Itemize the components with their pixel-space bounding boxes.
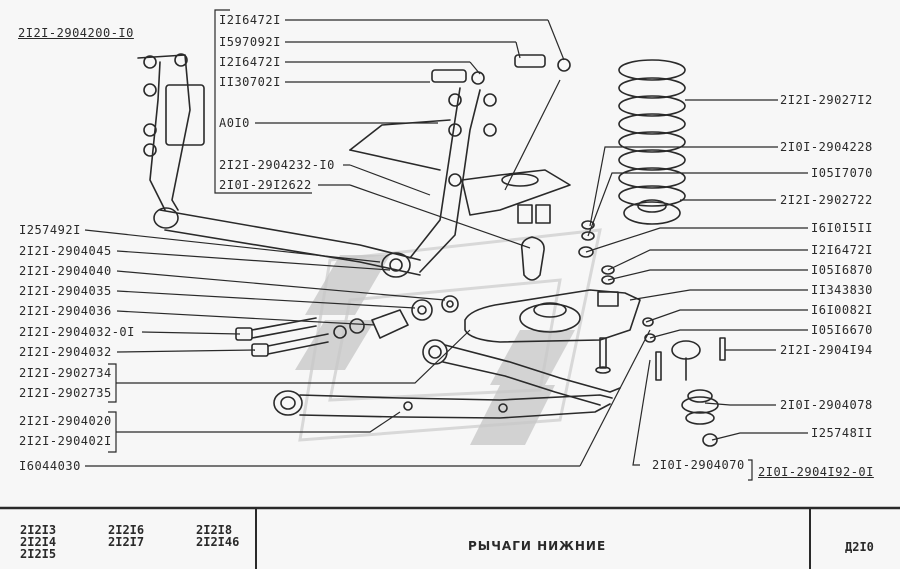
part-label: 2I2I-2904032-0I: [19, 325, 135, 339]
part-label: 2I2I-2904232-I0: [219, 158, 335, 172]
top-bolts: [431, 54, 571, 85]
part-label: II343830: [811, 283, 873, 297]
crossmember: [137, 53, 497, 278]
watermark-stripes: [295, 255, 575, 445]
small-washers: [578, 220, 656, 343]
part-label: I2I6472I: [219, 55, 281, 69]
part-label: 2I0I-2904228: [780, 140, 873, 154]
bracket-mount: [461, 169, 571, 224]
part-label: 2I2I-2904020: [19, 414, 112, 428]
assembly-part-number: 2I2I-2904200-I0: [18, 26, 134, 40]
part-label: I6I0I5II: [811, 221, 873, 235]
title-block: [0, 506, 900, 569]
part-label: 2I0I-2904078: [780, 398, 873, 412]
sheet-code: Д2I0: [845, 540, 874, 554]
part-label: II30702I: [219, 75, 281, 89]
part-label: A0I0: [219, 116, 250, 130]
part-label: 2I0I-2904070: [652, 458, 745, 472]
part-label: I05I7070: [811, 166, 873, 180]
part-label: I597092I: [219, 35, 281, 49]
diagram-title: РЫЧАГИ НИЖНИЕ: [468, 539, 607, 553]
assembly-part-number: 2I0I-2904I92-0I: [758, 465, 874, 479]
part-label: I2I6472I: [219, 13, 281, 27]
model-number: 2I2I46: [196, 535, 240, 549]
model-number: 2I2I5: [20, 547, 57, 561]
part-label: I2I6472I: [811, 243, 873, 257]
part-label: 2I2I-2902722: [780, 193, 873, 207]
part-label: 2I2I-2902735: [19, 386, 112, 400]
spring-seat: [623, 199, 681, 225]
part-label: 2I2I-2904040: [19, 264, 112, 278]
model-number: 2I2I8: [196, 523, 233, 537]
part-label: 2I2I-290402I: [19, 434, 112, 448]
model-number: 2I2I3: [20, 523, 57, 537]
part-label: 2I2I-2904045: [19, 244, 112, 258]
model-number: 2I2I6: [108, 523, 145, 537]
part-label: I257492I: [19, 223, 81, 237]
part-label: 2I2I-2902734: [19, 366, 112, 380]
part-label: 2I2I-2904036: [19, 304, 112, 318]
part-label: I6044030: [19, 459, 81, 473]
model-number: 2I2I4: [20, 535, 57, 549]
bushing-parts: [333, 295, 459, 339]
part-label: I05I6870: [811, 263, 873, 277]
rubber-buffer: [520, 236, 545, 281]
part-label: 2I0I-29I2622: [219, 178, 312, 192]
ball-joint: [671, 340, 719, 447]
lower-arm: [464, 289, 641, 343]
part-label: I25748II: [811, 426, 873, 440]
part-label: I6I0082I: [811, 303, 873, 317]
part-label: 2I2I-2904035: [19, 284, 112, 298]
leader-lines: [84, 9, 808, 481]
part-label: 2I2I-2904032: [19, 345, 112, 359]
model-number: 2I2I7: [108, 535, 145, 549]
part-label: I05I6670: [811, 323, 873, 337]
part-label: 2I2I-2904I94: [780, 343, 873, 357]
coil-spring: [618, 59, 686, 207]
part-label: 2I2I-29027I2: [780, 93, 873, 107]
lower-link: [273, 390, 613, 419]
